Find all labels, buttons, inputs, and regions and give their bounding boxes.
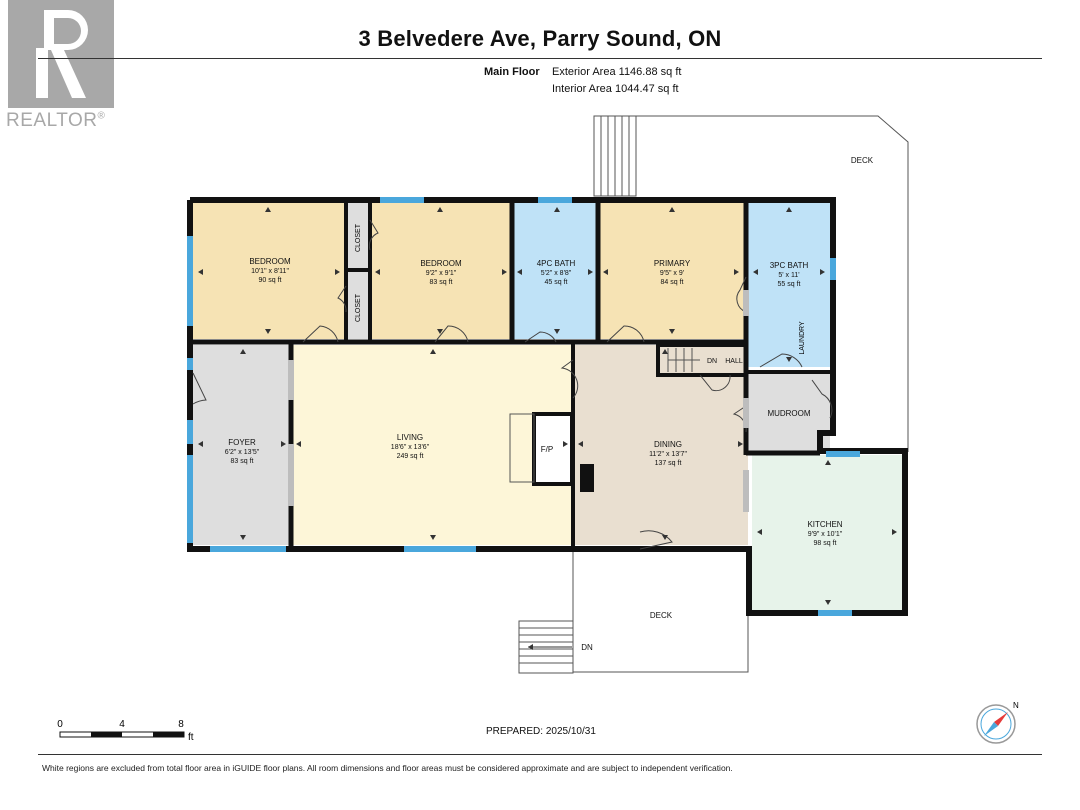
bath3-dims: 5' x 11' (778, 272, 799, 279)
realtor-wordmark: REALTOR® (6, 110, 106, 131)
bath4-name: 4PC BATH (537, 259, 576, 268)
floor-label: Main Floor (484, 66, 540, 78)
primary-name: PRIMARY (654, 259, 691, 268)
primary-dims: 9'5" x 9' (660, 270, 684, 277)
kitchen-name: KITCHEN (807, 520, 842, 529)
disclaimer-footnote: White regions are excluded from total fl… (42, 763, 733, 773)
scale-bar (59, 731, 185, 738)
hall-label: HALL (725, 358, 743, 365)
dining-area: 137 sq ft (655, 460, 682, 467)
hall-stairs (667, 348, 700, 372)
footer-divider (38, 754, 1042, 755)
stair-arrow-head (528, 644, 533, 650)
room-bedroom-2 (370, 203, 512, 339)
fireplace-chimney (580, 464, 594, 492)
scale-tick-0: 0 (57, 719, 63, 730)
primary-area: 84 sq ft (661, 279, 684, 286)
room-4pc-bath (512, 203, 598, 339)
living-dims: 18'6" x 13'6" (391, 444, 430, 451)
prepared-date: PREPARED: 2025/10/31 (486, 726, 596, 737)
fireplace-hearth (509, 413, 535, 483)
bedroom-2-dims: 9'2" x 9'1" (426, 270, 457, 277)
compass-icon (976, 704, 1016, 744)
room-labels: BEDROOM 10'1" x 8'11" 90 sq ft BEDROOM 9… (225, 156, 874, 652)
room-living (291, 345, 573, 545)
foyer-name: FOYER (228, 438, 256, 447)
hall-dn-label: DN (707, 358, 717, 365)
deck-front-label: DECK (650, 611, 673, 620)
exterior-area: Exterior Area 1146.88 sq ft (552, 66, 682, 78)
bedroom-1-dims: 10'1" x 8'11" (251, 268, 289, 275)
scale-tick-4: 4 (119, 719, 125, 730)
realtor-logo: REALTOR® (0, 0, 130, 140)
scale-tick-8: 8 (178, 719, 184, 730)
bedroom-2-name: BEDROOM (420, 259, 462, 268)
bedroom-1-name: BEDROOM (249, 257, 291, 266)
realtor-logo-mark (8, 0, 114, 108)
dining-dims: 11'2" x 13'7" (649, 451, 687, 458)
room-kitchen (752, 455, 902, 610)
dimension-arrows (198, 207, 897, 605)
room-dining (573, 345, 748, 545)
deck-outlines (518, 115, 909, 674)
closet-label-top: CLOSET (355, 223, 362, 252)
kitchen-area: 98 sq ft (814, 540, 837, 547)
bath4-area: 45 sq ft (545, 279, 568, 286)
realtor-r-icon (36, 10, 88, 98)
windows (187, 197, 860, 616)
kitchen-dims: 9'9" x 10'1" (808, 531, 843, 538)
bath4-dims: 5'2" x 8'8" (541, 270, 572, 277)
bedroom-1-area: 90 sq ft (259, 277, 282, 284)
room-foyer (193, 345, 291, 545)
door-swings (192, 219, 833, 550)
compass-north-label: N (1013, 701, 1019, 710)
page-title: 3 Belvedere Ave, Parry Sound, ON (358, 26, 722, 51)
header-divider (38, 58, 1042, 59)
foyer-area: 83 sq ft (231, 458, 254, 465)
bedroom-2-area: 83 sq ft (430, 279, 453, 286)
bath3-area: 55 sq ft (778, 281, 801, 288)
interior-area: Interior Area 1044.47 sq ft (552, 83, 679, 95)
living-name: LIVING (397, 433, 423, 442)
room-3pc-bath (748, 203, 830, 367)
fireplace (532, 412, 574, 486)
mudroom-label: MUDROOM (767, 409, 810, 418)
wall-openings (288, 290, 749, 512)
laundry-label: LAUNDRY (799, 321, 806, 355)
fireplace-label: F/P (541, 445, 553, 454)
room-bedroom-1 (193, 203, 346, 339)
closet-label-bottom: CLOSET (355, 293, 362, 322)
deck-rear-label: DECK (851, 156, 874, 165)
scale-unit: ft (188, 732, 194, 743)
foyer-dims: 6'2" x 13'5" (225, 449, 260, 456)
dining-name: DINING (654, 440, 682, 449)
floor-areas: Exterior Area 1146.88 sq ft Interior Are… (552, 64, 681, 98)
deck-dn-label: DN (581, 643, 593, 652)
bath3-name: 3PC BATH (770, 261, 809, 270)
room-primary (598, 203, 744, 339)
living-area: 249 sq ft (397, 453, 424, 460)
